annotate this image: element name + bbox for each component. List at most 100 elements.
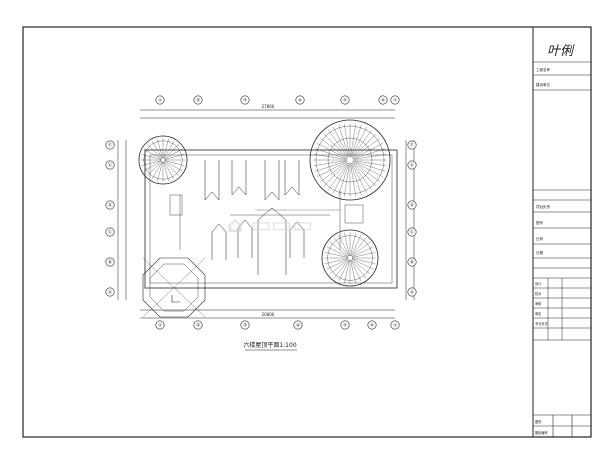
turret-spoke (352, 127, 367, 156)
axis-top-bubble (240, 95, 250, 105)
turret-spoke (323, 163, 347, 187)
turret-spoke (333, 260, 349, 279)
axis-bottom-bubble (293, 320, 303, 330)
turret-spoke (350, 232, 356, 255)
tb-field-10: 专业负责 (535, 321, 548, 326)
turret-outline (138, 135, 188, 185)
axis-right-label: Ⓕ (410, 142, 415, 149)
turret-spoke (157, 162, 163, 182)
axis-left-label: Ⓐ (108, 289, 113, 296)
turret-spoke (313, 160, 346, 166)
turret-spoke (352, 259, 371, 275)
turret-spoke (353, 162, 380, 182)
axis-top-label: ⑤ (343, 98, 347, 104)
dimension-lines (117, 109, 415, 319)
turret-spoke (353, 133, 377, 157)
turret-spoke (164, 162, 175, 180)
axis-left-label: Ⓑ (108, 259, 113, 266)
turret-spoke (157, 138, 163, 158)
tb-signature-grid (532, 277, 592, 341)
turret-spoke (351, 164, 362, 196)
turret-spoke (333, 237, 349, 256)
turret-spoke (165, 161, 183, 172)
turret-spoke (354, 161, 386, 172)
turret-outline (321, 229, 379, 287)
axis-right-label: Ⓐ (410, 289, 415, 296)
signature: 叶俐 (547, 44, 575, 59)
turret-spoke (354, 148, 386, 159)
turret-spoke (350, 261, 356, 284)
turret-spoke (326, 259, 348, 270)
watermark: ⌂ ▭▭▭ (227, 213, 313, 238)
axis-left-label: Ⓔ (108, 162, 113, 169)
axis-top-label: ② (196, 98, 200, 104)
turret-spoke (338, 260, 349, 282)
tb-field-0: 工程名称 (536, 67, 550, 72)
turret-spoke (324, 258, 347, 264)
axis-bottom-label: ⑦ (393, 323, 397, 329)
tb-field-4: 比例 (536, 236, 544, 241)
axis-bottom-label: ② (196, 323, 200, 329)
turret-spoke (351, 260, 362, 282)
turret-spoke (141, 154, 161, 160)
turret-spoke (313, 154, 346, 160)
tb-field-9: 审定 (535, 311, 542, 316)
tb-field-8: 审核 (535, 301, 542, 306)
turret-spoke (344, 232, 350, 255)
axis-right-label: Ⓓ (410, 202, 415, 209)
turret-spoke (353, 252, 376, 258)
turret-spoke (351, 260, 367, 279)
axis-right-bubble (407, 200, 417, 210)
turret-spoke (352, 164, 367, 193)
turret-spoke (141, 160, 161, 166)
axis-right-bubble (407, 257, 417, 267)
axis-bottom-bubble (340, 320, 350, 330)
roof-plan (144, 149, 398, 289)
axis-top-bubble (378, 95, 388, 105)
turret-spoke (163, 138, 169, 158)
turret-spoke (338, 164, 349, 196)
axis-left-label: Ⓓ (108, 202, 113, 209)
axis-left-bubble (105, 140, 115, 150)
tb-field-12: 图纸编号 (535, 430, 548, 435)
tb-bottom (533, 414, 591, 437)
title-block-frame (532, 26, 592, 438)
turret-spoke (329, 259, 348, 275)
axis-right-bubble (407, 160, 417, 170)
axis-left-bubble (105, 160, 115, 170)
turret-spoke (351, 124, 362, 156)
turret-spoke (165, 154, 185, 160)
turret-spoke (354, 160, 387, 166)
turret-apex (345, 155, 355, 165)
turret-spoke (352, 259, 374, 270)
turret-spoke (352, 241, 371, 257)
tb-field-11: 图别 (535, 419, 541, 424)
turret-spoke (165, 148, 183, 159)
axis-bottom-bubble (390, 320, 400, 330)
tb-field-7: 校对 (535, 291, 542, 296)
turret-spoke (328, 130, 348, 157)
axis-top-label: ① (158, 98, 162, 104)
tb-field-1: 建设单位 (536, 82, 550, 87)
turret-spoke (147, 144, 162, 159)
turret-spoke (314, 161, 346, 172)
turret-spoke (324, 252, 347, 258)
turret-spoke (164, 144, 179, 159)
turret-spoke (350, 164, 356, 197)
axis-top-bubble (340, 95, 350, 105)
axis-bottom-label: ③ (243, 323, 247, 329)
turret-spoke (344, 123, 350, 156)
axis-bottom-label: ① (158, 323, 162, 329)
turret-spoke (147, 161, 162, 176)
turret-spoke (164, 161, 179, 176)
axis-left-bubble (105, 257, 115, 267)
turret-spoke (352, 130, 372, 157)
axis-left-bubble (105, 287, 115, 297)
axis-bottom-label: ⑥ (370, 323, 374, 329)
turret-apex (346, 254, 354, 262)
turret-spoke (352, 246, 374, 257)
